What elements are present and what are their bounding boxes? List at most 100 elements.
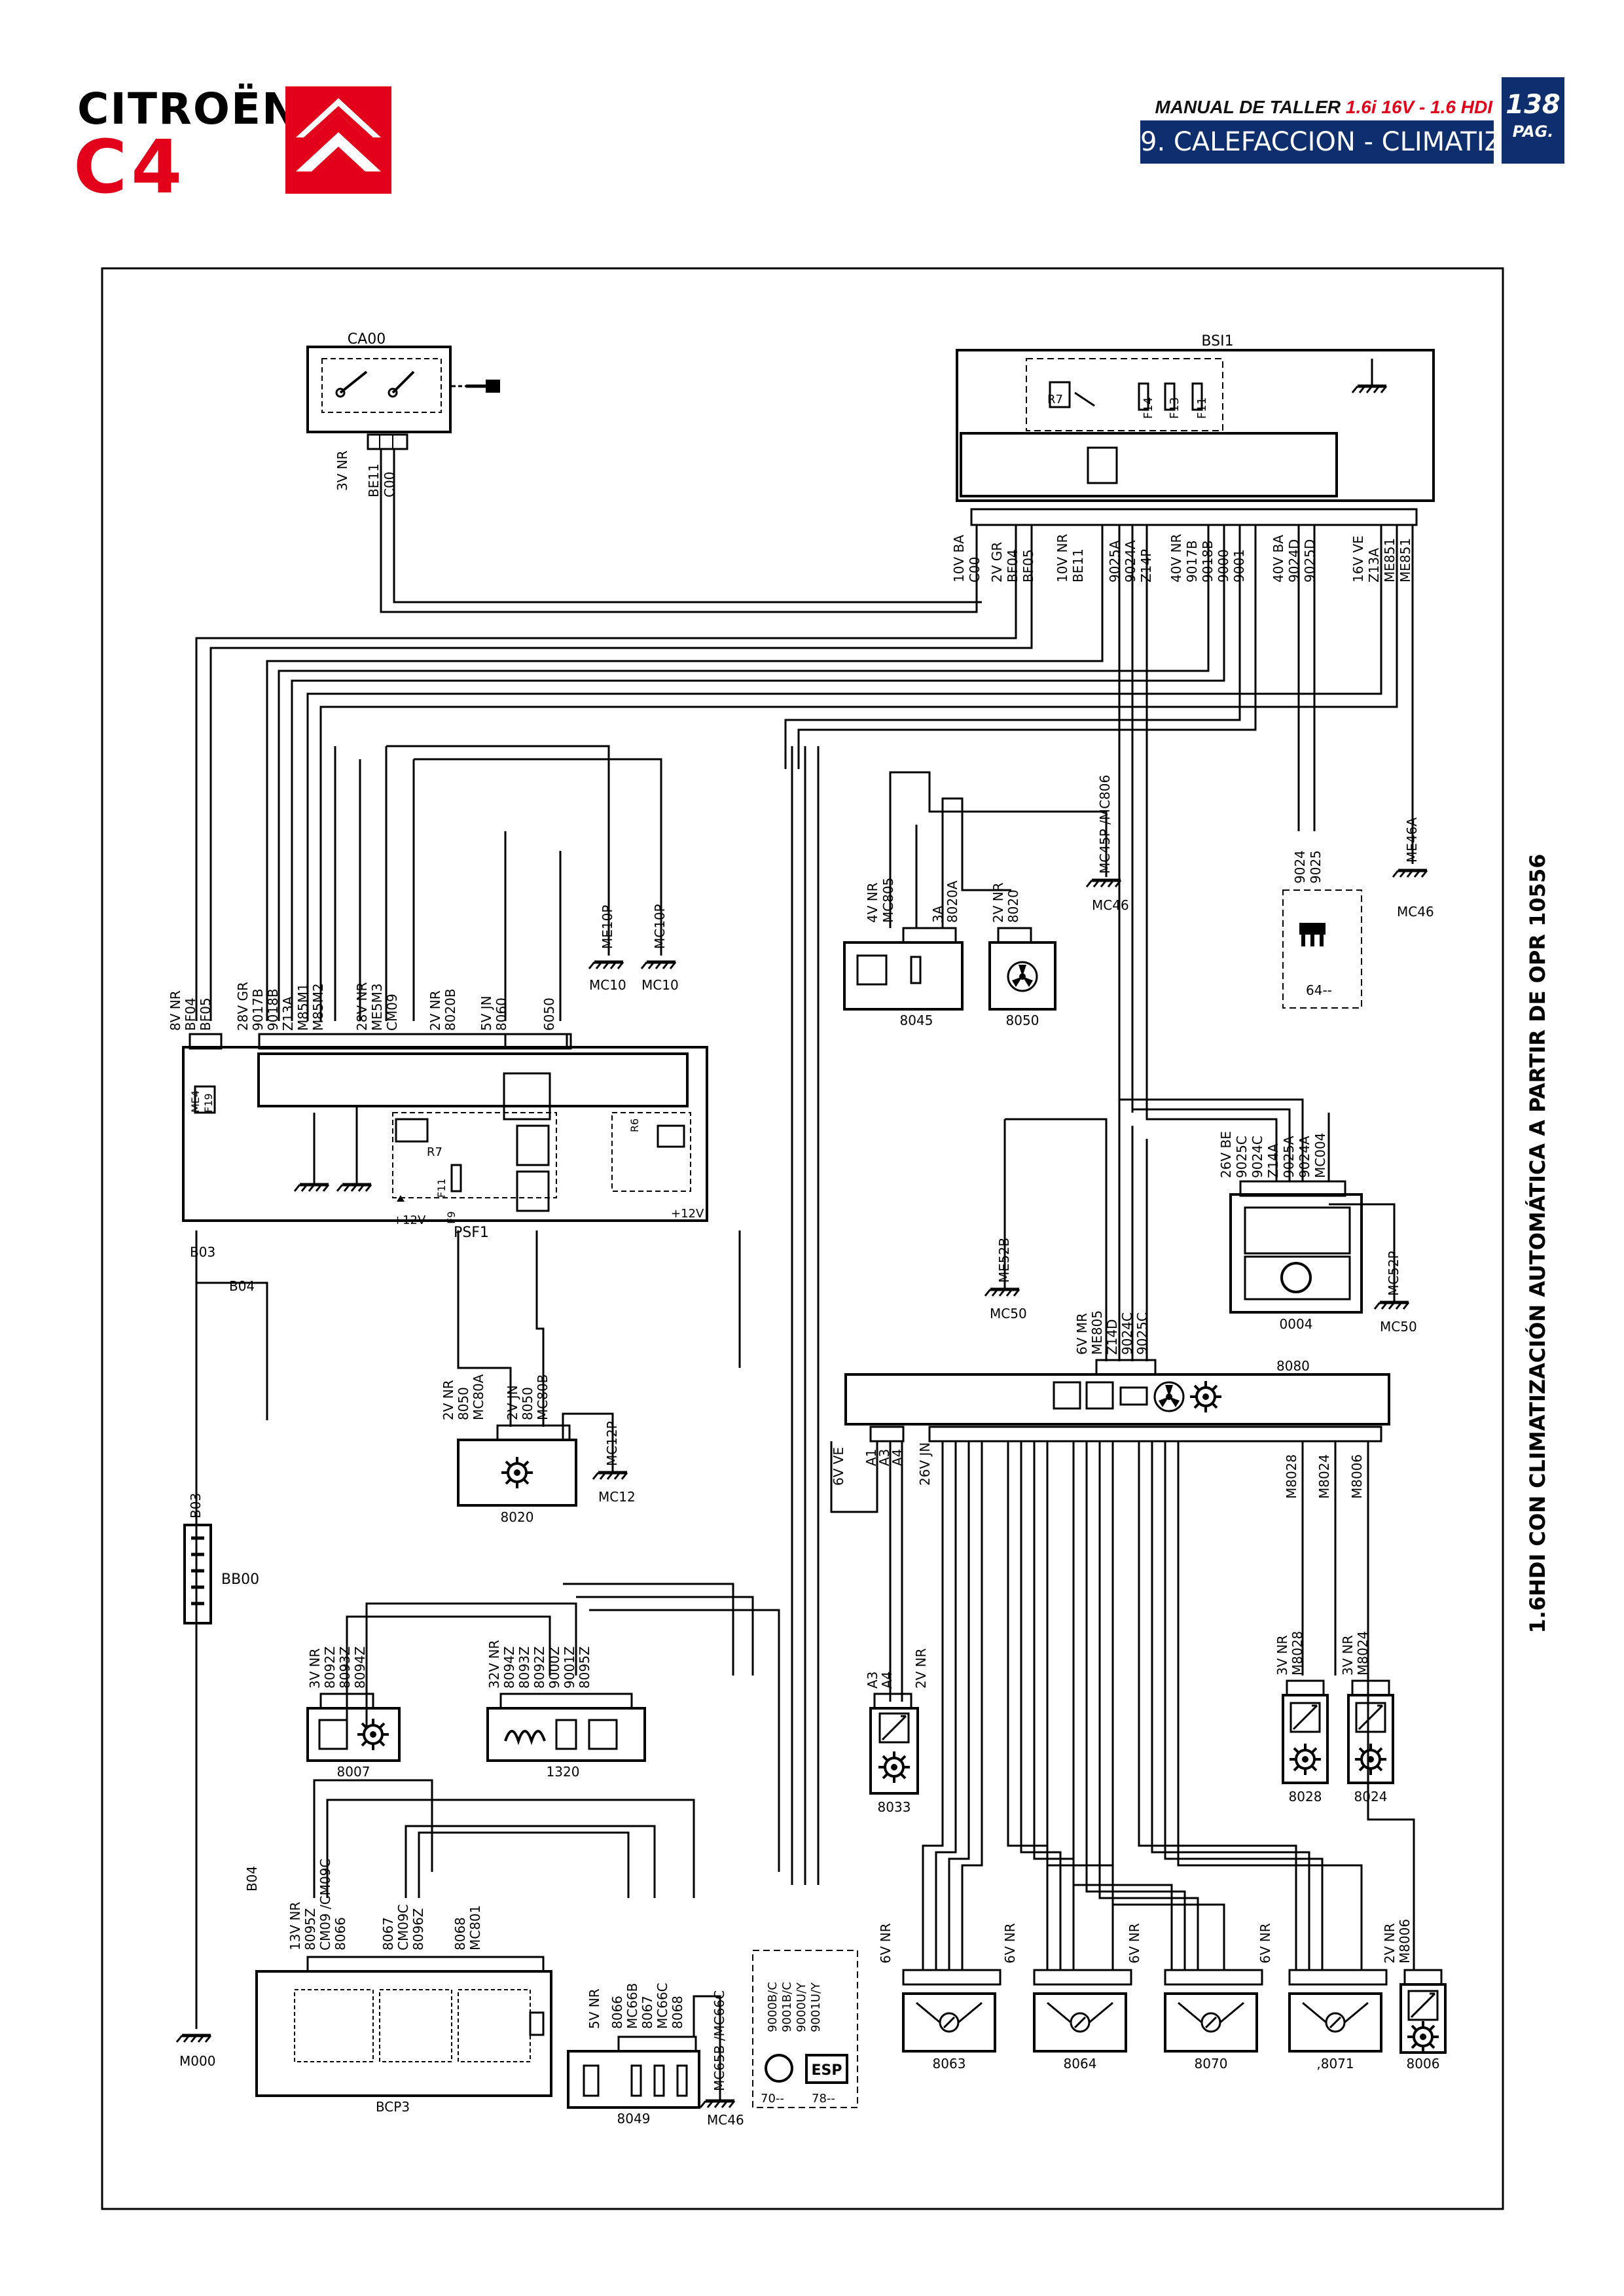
c8024-wire-1: M8024 bbox=[1355, 1631, 1371, 1676]
bsi-f14-label: F14 bbox=[1142, 397, 1155, 419]
b03-label: B03 bbox=[190, 1244, 215, 1260]
bsi-wire-e: 40V NR bbox=[1168, 534, 1184, 583]
c8045-wire: 4V NR bbox=[865, 882, 880, 923]
ground-me52b-label: ME52B bbox=[996, 1238, 1012, 1283]
key-icon bbox=[466, 380, 500, 393]
c8080-wire-3: 9024C bbox=[1119, 1312, 1135, 1355]
c8020-wire-2: MC80A bbox=[471, 1374, 486, 1420]
bsi-wire-g2: ME851 bbox=[1382, 538, 1398, 583]
bsi-wire-g3: ME851 bbox=[1398, 538, 1413, 583]
c0004-wire: 26V BE bbox=[1218, 1131, 1234, 1178]
c8049-wire-5: 8068 bbox=[670, 1996, 685, 2029]
c8080-left-1: 6V VE bbox=[831, 1447, 846, 1486]
bsi-f11-label: F11 bbox=[1195, 397, 1209, 419]
side-title: 1.6HDI CON CLIMATIZACIÓN AUTOMÁTICA A PA… bbox=[1525, 853, 1550, 1633]
ground-mc46-a: MC45P /MC806 MC46 bbox=[1087, 775, 1129, 913]
c8024-label: 8024 bbox=[1354, 1789, 1388, 1804]
psf-wire-c1: ME5M3 bbox=[369, 983, 385, 1031]
c8050-wire: 2V NR bbox=[990, 882, 1006, 923]
c8070-wire: 6V NR bbox=[1127, 1923, 1142, 1964]
c8080-wire: 6V MR bbox=[1074, 1313, 1090, 1355]
component-bb00: BB00 B03 B03 B04 B04 bbox=[183, 1244, 260, 1892]
c8080-m3: M8006 bbox=[1349, 1454, 1365, 1499]
component-8050: 8050 2V NR 8020 3A 8020A bbox=[930, 880, 1056, 1028]
b04b-label: B04 bbox=[244, 1866, 260, 1892]
component-1320: 1320 32V NR 8094Z 8093Z 8092Z 9000Z 9001… bbox=[486, 1640, 646, 1780]
ground-me46a-label: ME46A bbox=[1404, 817, 1420, 863]
psf1-label: PSF1 bbox=[454, 1225, 489, 1241]
psf-f19: F19 bbox=[202, 1093, 215, 1113]
ground-mc10-b: MC10 bbox=[641, 977, 679, 993]
component-ca00: CA00 3V NR BE11 C00 bbox=[306, 331, 500, 497]
bsi-wire-e1: 9017B bbox=[1184, 540, 1200, 583]
c8028-wire: 3V NR bbox=[1274, 1635, 1290, 1676]
bcp3-wire-4: 8067 bbox=[380, 1917, 396, 1950]
bcp3-wire-2: CM09 /CM09C bbox=[317, 1859, 333, 1950]
component-bcp3: BCP3 13V NR 8095Z CM09 /CM09C 8066 8067 … bbox=[255, 1859, 552, 2115]
psf-wire-e1: 8060 bbox=[494, 997, 509, 1031]
component-8020: 8020 2V NR 8050 MC80A 2V JN 8050 MC80B bbox=[441, 1374, 577, 1525]
c8049-wire-2: MC66B bbox=[624, 1983, 640, 2029]
diagram-frame bbox=[101, 267, 1504, 2210]
psf-wire-b5: M85M2 bbox=[310, 983, 326, 1031]
c8071-label: ,8071 bbox=[1316, 2056, 1354, 2072]
ground-mc65b-label: MC65B /MC66C bbox=[712, 1990, 727, 2091]
ground-mc45p-label: MC45P /MC806 bbox=[1097, 775, 1113, 874]
c1320-wire-1: 8094Z bbox=[501, 1646, 517, 1689]
c8020-wire: 2V NR bbox=[441, 1380, 456, 1420]
c8007-wire: 3V NR bbox=[307, 1648, 323, 1689]
psf-f11: F11 bbox=[435, 1178, 448, 1198]
bsi-f13-label: F13 bbox=[1168, 397, 1182, 419]
ground-mc10-pair: ME10P MC10P MC10 MC10 bbox=[589, 904, 679, 993]
ground-mc50-b: MC52P MC50 bbox=[1329, 1203, 1417, 1335]
c64-wire-2: 9025 bbox=[1308, 850, 1324, 884]
ground-mc50-b-label: MC50 bbox=[1380, 1319, 1417, 1335]
c8064-wire: 6V NR bbox=[1002, 1923, 1018, 1964]
bsi-wire-a2: C00 bbox=[967, 557, 983, 583]
c8063-wire: 6V NR bbox=[878, 1923, 893, 1964]
bsi-wire-b2: BF04 bbox=[1005, 549, 1020, 583]
c8045-wire-1: MC805 bbox=[880, 878, 896, 923]
component-8049: 8049 5V NR 8066 MC66B 8067 MC66C 8068 bbox=[567, 1982, 700, 2126]
c8006-wire-1: M8006 bbox=[1397, 1919, 1413, 1964]
c8080-output-wires bbox=[830, 1441, 1415, 1970]
psf-wire-d: 2V NR bbox=[427, 990, 443, 1031]
page-header: CITROËN C4 MANUAL DE TALLER 1.6i 16V - 1… bbox=[0, 0, 1624, 204]
c1320-wire-5: 9001Z bbox=[562, 1646, 577, 1689]
bcp3-wire-5: CM09C bbox=[395, 1904, 411, 1950]
component-psf1: PSF1 ME4 F19 R7 F11 +12V F9 R6 +12V bbox=[182, 1033, 708, 1241]
psf-wire-a: 8V NR bbox=[168, 990, 183, 1031]
c0004-wire-3: Z14A bbox=[1265, 1143, 1281, 1178]
c8063-label: 8063 bbox=[933, 2056, 966, 2072]
c8033-wire-2: A4 bbox=[879, 1672, 895, 1689]
abs-icon bbox=[765, 2054, 793, 2083]
ground-mc10p-label: MC10P bbox=[652, 904, 668, 949]
component-8070: 8070 6V NR bbox=[1127, 1923, 1263, 2072]
psf-vcc1: +12V bbox=[393, 1213, 426, 1227]
psf-wire-b3: Z13A bbox=[280, 996, 296, 1031]
c8049-wire-1: 8066 bbox=[609, 1996, 625, 2029]
citroen-chevron-logo bbox=[285, 86, 391, 194]
bsi-wire-c2: BE11 bbox=[1070, 548, 1086, 583]
psf-wire-c: 28V NR bbox=[354, 982, 370, 1031]
c8033-label: 8033 bbox=[878, 1799, 911, 1815]
component-0004: 0004 26V BE 9025C 9024C Z14A 9025A 9024A… bbox=[1218, 1131, 1363, 1332]
bsi-wire-a: 10V BA bbox=[951, 535, 967, 583]
c8050-wire-3: 8020A bbox=[945, 880, 960, 923]
bb00-label: BB00 bbox=[221, 1571, 259, 1588]
manual-version: 1.6i 16V - 1.6 HDI bbox=[1345, 97, 1492, 117]
c8033-wire: 2V NR bbox=[913, 1648, 929, 1689]
ground-mc46-c: MC65B /MC66C MC46 bbox=[693, 1990, 744, 2128]
c8080-wire-4: 9025C bbox=[1134, 1312, 1150, 1355]
c8049-wire: 5V NR bbox=[586, 1988, 602, 2029]
c8020-wire-3: 2V JN bbox=[505, 1385, 520, 1420]
c8050-label: 8050 bbox=[1006, 1013, 1039, 1028]
component-esp: ESP 70-- 78-- 9000B/C 9001B/C 9000U/Y 90… bbox=[752, 1950, 858, 2108]
c1320-label: 1320 bbox=[547, 1764, 580, 1780]
c8020-label: 8020 bbox=[501, 1509, 534, 1525]
c64-wire-1: 9024 bbox=[1292, 850, 1308, 884]
ground-mc46-a-label: MC46 bbox=[1092, 897, 1129, 913]
ground-mc12p-label: MC12P bbox=[604, 1421, 620, 1466]
c8020-wire-5: MC80B bbox=[535, 1374, 550, 1420]
